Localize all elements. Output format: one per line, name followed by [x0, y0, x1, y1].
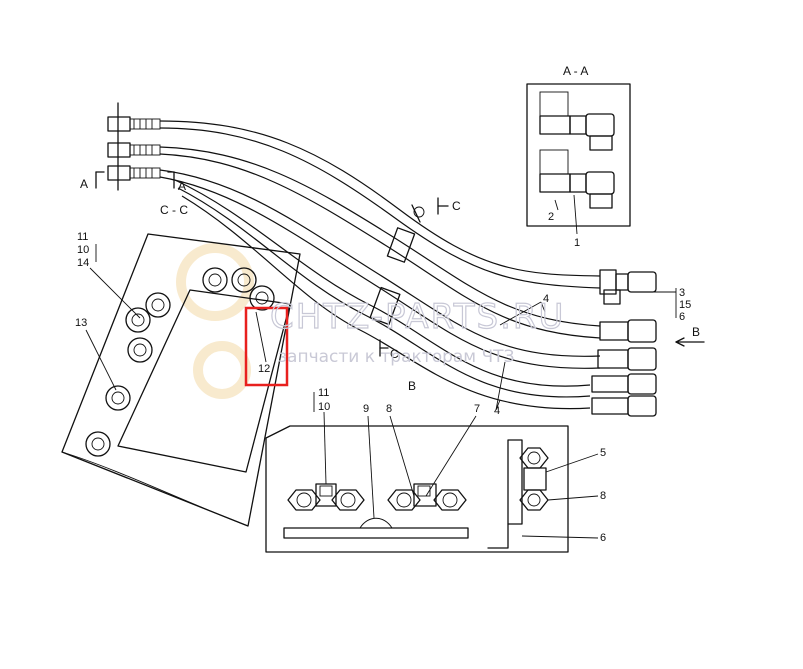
callout-14: 14 — [77, 257, 89, 269]
callout-10-left: 10 — [77, 244, 89, 256]
watermark-tagline: запчасти к тракторам ЧТЗ — [278, 347, 514, 367]
view-b: B 11 10 9 8 7 5 — [265, 379, 606, 553]
section-a-a-title: A - A — [563, 64, 588, 78]
callout-5: 5 — [600, 447, 606, 459]
section-c-bottom-label: C — [390, 347, 399, 361]
watermark-brand: CHTZ-PARTS.RU — [270, 297, 565, 337]
section-a-right-label: A — [178, 179, 186, 193]
view-b-arrow-label: B — [692, 325, 700, 339]
section-marker-c-bottom: C — [379, 339, 399, 361]
callout-8: 8 — [386, 403, 392, 415]
section-c-c-view: C - C 11 10 14 13 12 — [61, 203, 301, 527]
callout-12: 12 — [258, 363, 270, 375]
view-b-title: B — [408, 379, 416, 393]
callout-15: 15 — [679, 299, 691, 311]
callout-3: 3 — [679, 287, 685, 299]
callout-11-b: 11 — [318, 387, 329, 399]
section-marker-a-left: A — [80, 171, 105, 191]
left-fittings — [107, 102, 161, 191]
callout-9: 9 — [363, 403, 369, 415]
callout-1: 1 — [574, 237, 580, 249]
callout-2: 2 — [548, 211, 554, 223]
callout-6-top: 6 — [679, 311, 685, 323]
callout-10-b: 10 — [318, 401, 330, 413]
right-callouts: 3 15 6 4 4 — [494, 287, 691, 417]
callout-4-bottom: 4 — [494, 405, 500, 417]
section-marker-a-right: A — [167, 171, 186, 193]
section-c-c-title: C - C — [160, 203, 188, 217]
section-c-top-label: C — [452, 199, 461, 213]
highlight-box — [244, 306, 289, 387]
callout-4-top: 4 — [543, 293, 549, 305]
section-a-left-label: A — [80, 177, 88, 191]
callout-6: 6 — [600, 532, 606, 544]
section-marker-c-top: C — [437, 197, 461, 215]
view-arrow-b: B — [675, 325, 705, 347]
clip-rings — [85, 267, 275, 457]
right-fittings — [591, 269, 657, 417]
callout-11-left: 11 — [77, 231, 88, 243]
callout-7: 7 — [474, 403, 480, 415]
callout-8-b: 8 — [600, 490, 606, 502]
callout-13: 13 — [75, 317, 87, 329]
section-a-a-view: A - A 2 1 — [526, 64, 631, 249]
